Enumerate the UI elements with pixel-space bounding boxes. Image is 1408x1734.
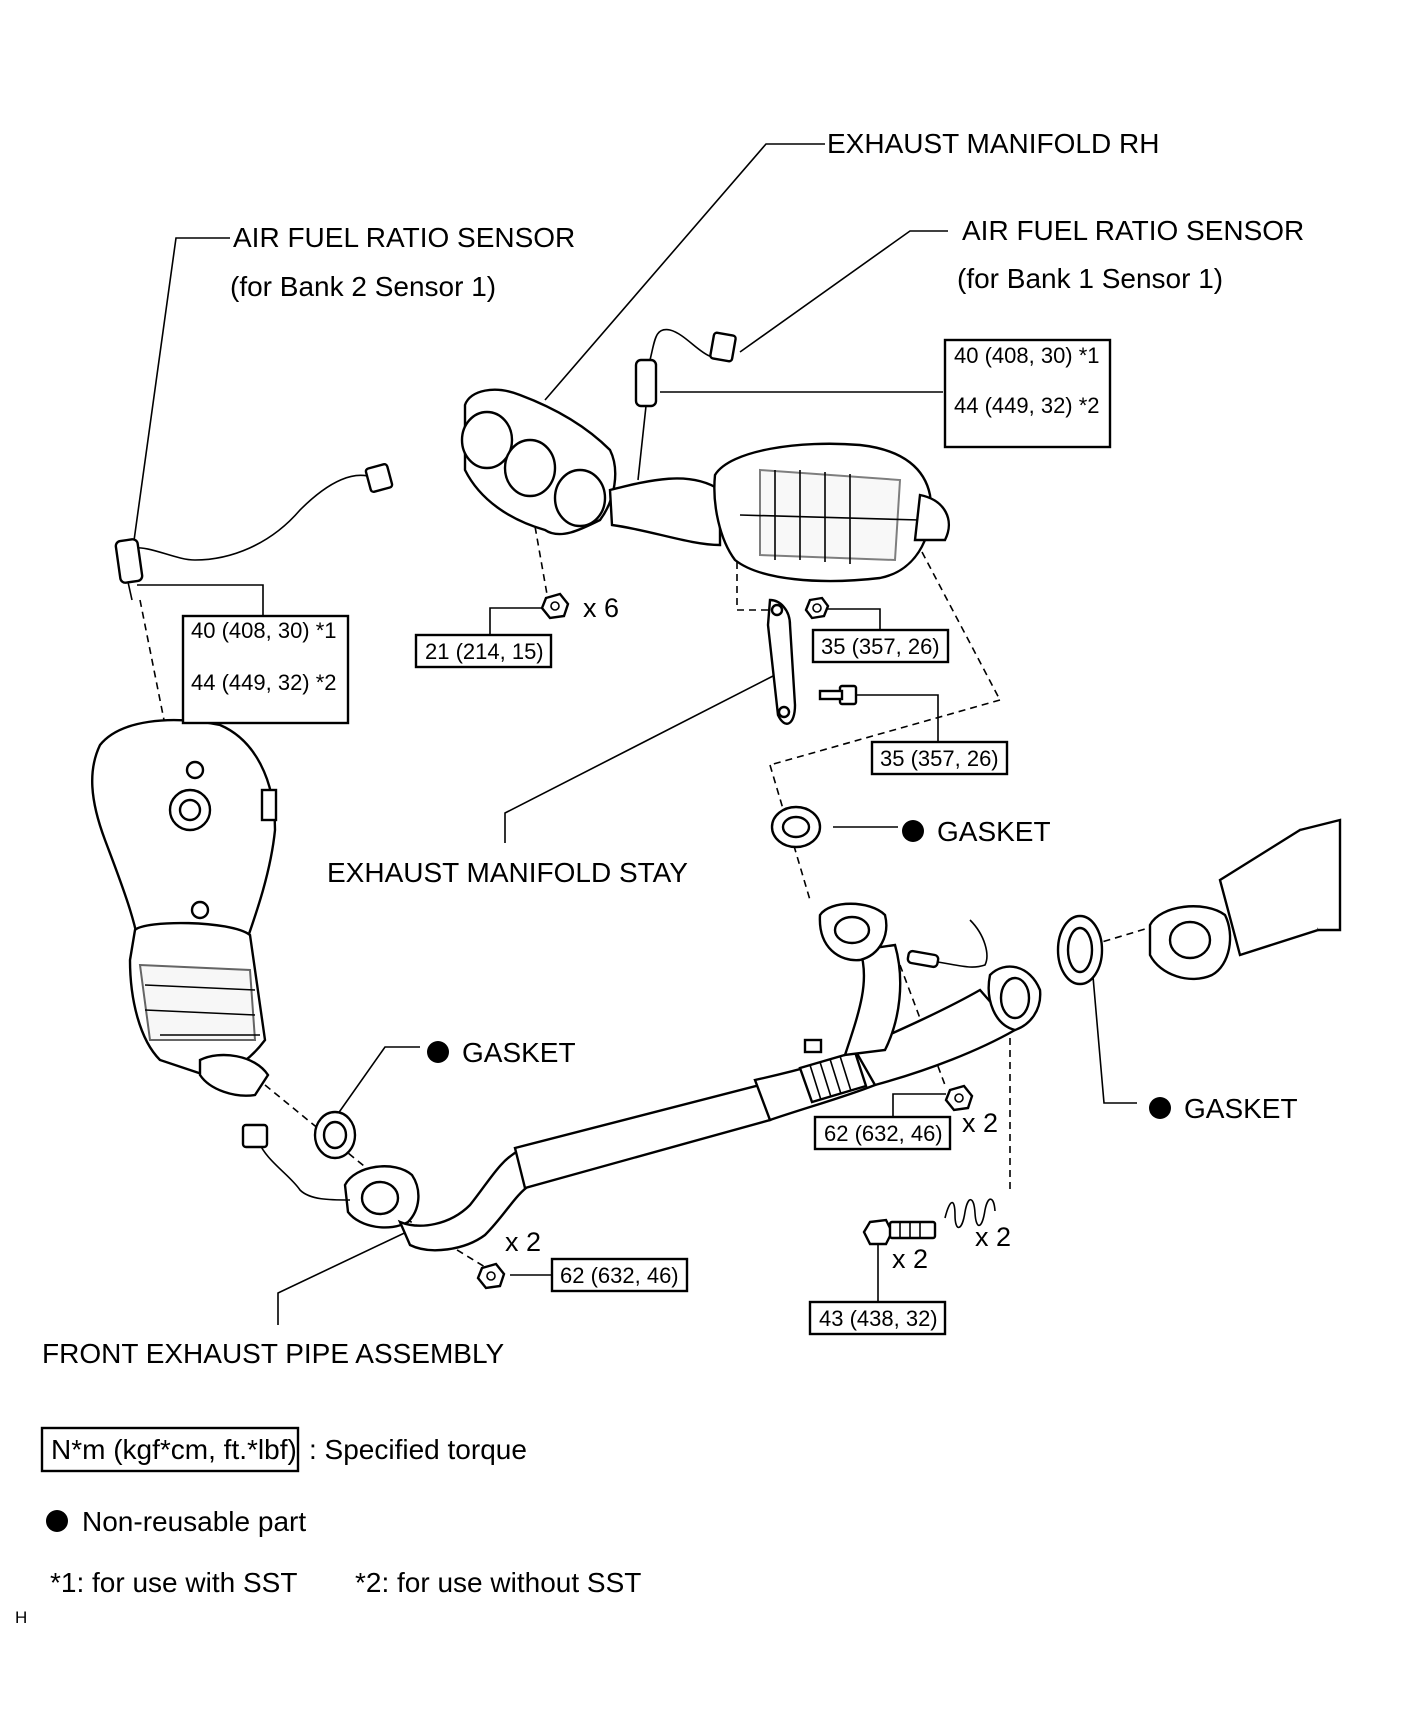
label-gasket-left: GASKET (462, 1037, 576, 1068)
legend-non-reusable-dot (46, 1510, 68, 1532)
torque-bank1-nosst: 44 (449, 32) *2 (954, 393, 1100, 418)
pipe-nut-left (476, 1262, 506, 1290)
label-afr-bank1-title: AIR FUEL RATIO SENSOR (962, 215, 1304, 246)
torque-bank2-sst: 40 (408, 30) *1 (191, 618, 337, 643)
converter-ribs (739, 470, 921, 564)
torque-box-pipe-bolt: 43 (438, 32) (808, 1300, 947, 1336)
torque-box-pipe-nut-left: 62 (632, 46) (550, 1257, 689, 1293)
center-pipe-flange (1148, 818, 1342, 981)
compression-spring (944, 1198, 996, 1229)
non-reusable-dot-right (1149, 1097, 1171, 1119)
air-fuel-ratio-sensor-bank2 (114, 463, 394, 601)
bolt-qty: x 2 (892, 1244, 928, 1274)
pipe-nut-right (944, 1084, 974, 1112)
label-exhaust-manifold-rh: EXHAUST MANIFOLD RH (827, 128, 1159, 159)
torque-box-stay-nut: 35 (357, 26) (811, 628, 950, 664)
corner-mark: H (15, 1608, 27, 1627)
gasket-left (313, 1110, 357, 1160)
label-afr-bank2-title: AIR FUEL RATIO SENSOR (233, 222, 575, 253)
torque-manifold-nut: 21 (214, 15) (425, 639, 544, 664)
label-afr-bank2-sub: (for Bank 2 Sensor 1) (230, 271, 496, 302)
manifold-nut (540, 592, 570, 620)
pipe-nut-left-qty: x 2 (505, 1227, 541, 1257)
stay-bolt (818, 684, 858, 706)
torque-pipe-nut-right: 62 (632, 46) (824, 1121, 943, 1146)
legend-note1: *1: for use with SST (50, 1567, 297, 1598)
legend-torque-box (40, 1426, 300, 1473)
legend-torque-unit: N*m (kgf*cm, ft.*lbf) (51, 1434, 297, 1465)
exhaust-manifold-rh (460, 388, 950, 583)
torque-box-manifold-nut: 21 (214, 15) (414, 633, 553, 669)
stay-nut (804, 596, 830, 620)
non-reusable-dot-left (427, 1041, 449, 1063)
pipe-bolt (862, 1218, 937, 1246)
label-front-exhaust-pipe: FRONT EXHAUST PIPE ASSEMBLY (42, 1338, 504, 1369)
torque-bank1-sst: 40 (408, 30) *1 (954, 343, 1100, 368)
manifold-nut-qty: x 6 (583, 593, 619, 623)
torque-pipe-bolt: 43 (438, 32) (819, 1306, 938, 1331)
gasket-upper (770, 805, 822, 849)
exhaust-manifold-stay (766, 598, 797, 725)
torque-box-bank2: 40 (408, 30) *1 44 (449, 32) *2 (181, 614, 350, 725)
label-gasket-right: GASKET (1184, 1093, 1298, 1124)
torque-box-stay-bolt: 35 (357, 26) (870, 740, 1009, 776)
legend-torque-desc: : Specified torque (309, 1434, 527, 1465)
flex-joint (798, 1050, 868, 1104)
non-reusable-dot-upper (902, 820, 924, 842)
torque-bank2-nosst: 44 (449, 32) *2 (191, 670, 337, 695)
torque-stay-bolt: 35 (357, 26) (880, 746, 999, 771)
air-fuel-ratio-sensor-bank1 (634, 328, 737, 481)
label-afr-bank1-sub: (for Bank 1 Sensor 1) (957, 263, 1223, 294)
legend: N*m (kgf*cm, ft.*lbf) : Specified torque… (40, 1426, 641, 1598)
legend-note2: *2: for use without SST (355, 1567, 641, 1598)
spring-qty: x 2 (975, 1222, 1011, 1252)
exhaust-manifold-lh (91, 718, 278, 1097)
torque-stay-nut: 35 (357, 26) (821, 634, 940, 659)
torque-box-bank1: 40 (408, 30) *1 44 (449, 32) *2 (943, 338, 1112, 449)
label-gasket-upper: GASKET (937, 816, 1051, 847)
front-exhaust-pipe-assembly (241, 902, 1042, 1252)
torque-pipe-nut-left: 62 (632, 46) (560, 1263, 679, 1288)
torque-box-pipe-nut-right: 62 (632, 46) (813, 1115, 952, 1151)
gasket-right (1056, 914, 1104, 986)
legend-non-reusable: Non-reusable part (82, 1506, 306, 1537)
leader-lines (131, 143, 1137, 1325)
pipe-nut-right-qty: x 2 (962, 1108, 998, 1138)
label-exhaust-manifold-stay: EXHAUST MANIFOLD STAY (327, 857, 688, 888)
